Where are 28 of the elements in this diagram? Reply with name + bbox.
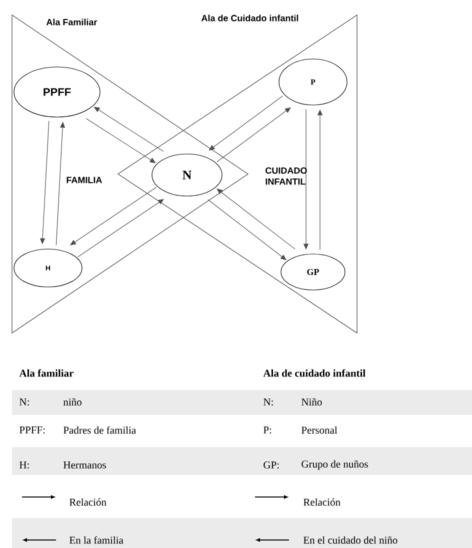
legend-text: Relación — [70, 498, 106, 506]
label-text: CUIDADO INFANTIL — [266, 167, 307, 185]
label-text: N: — [20, 398, 29, 406]
arrow — [216, 188, 296, 250]
label-text: Ala de cuidado infantil — [263, 369, 366, 377]
label-text: GP: — [264, 461, 279, 469]
label-text: P: — [264, 426, 272, 434]
arrow — [216, 107, 291, 162]
label-text: Grupo de nuños — [302, 460, 368, 470]
ellipse-node: N — [152, 154, 222, 196]
label-text: Ala de Cuidado infantil — [201, 14, 298, 22]
ellipse-node: P — [278, 58, 348, 106]
label-text: niño — [63, 398, 82, 406]
legend-text: En el cuidado del niño — [304, 536, 398, 544]
label-text: N: — [264, 398, 273, 406]
label-text: Hermanos — [64, 462, 106, 468]
legend-text: En la familia — [70, 536, 124, 544]
ellipse-node: GP — [280, 254, 346, 290]
label-text: Personal — [302, 426, 338, 434]
label-text: PPFF: — [20, 426, 45, 434]
label-text: Ala Familiar — [46, 18, 98, 26]
ellipse-node: PPFF — [14, 66, 100, 118]
label-text: H: — [20, 462, 29, 468]
legend-text: Relación — [304, 498, 340, 506]
label-text: Niño — [302, 398, 322, 406]
label-text: FAMILIA — [66, 176, 102, 184]
label-text: Ala familiar — [19, 369, 74, 377]
label-text: Padres de familia — [64, 426, 136, 434]
